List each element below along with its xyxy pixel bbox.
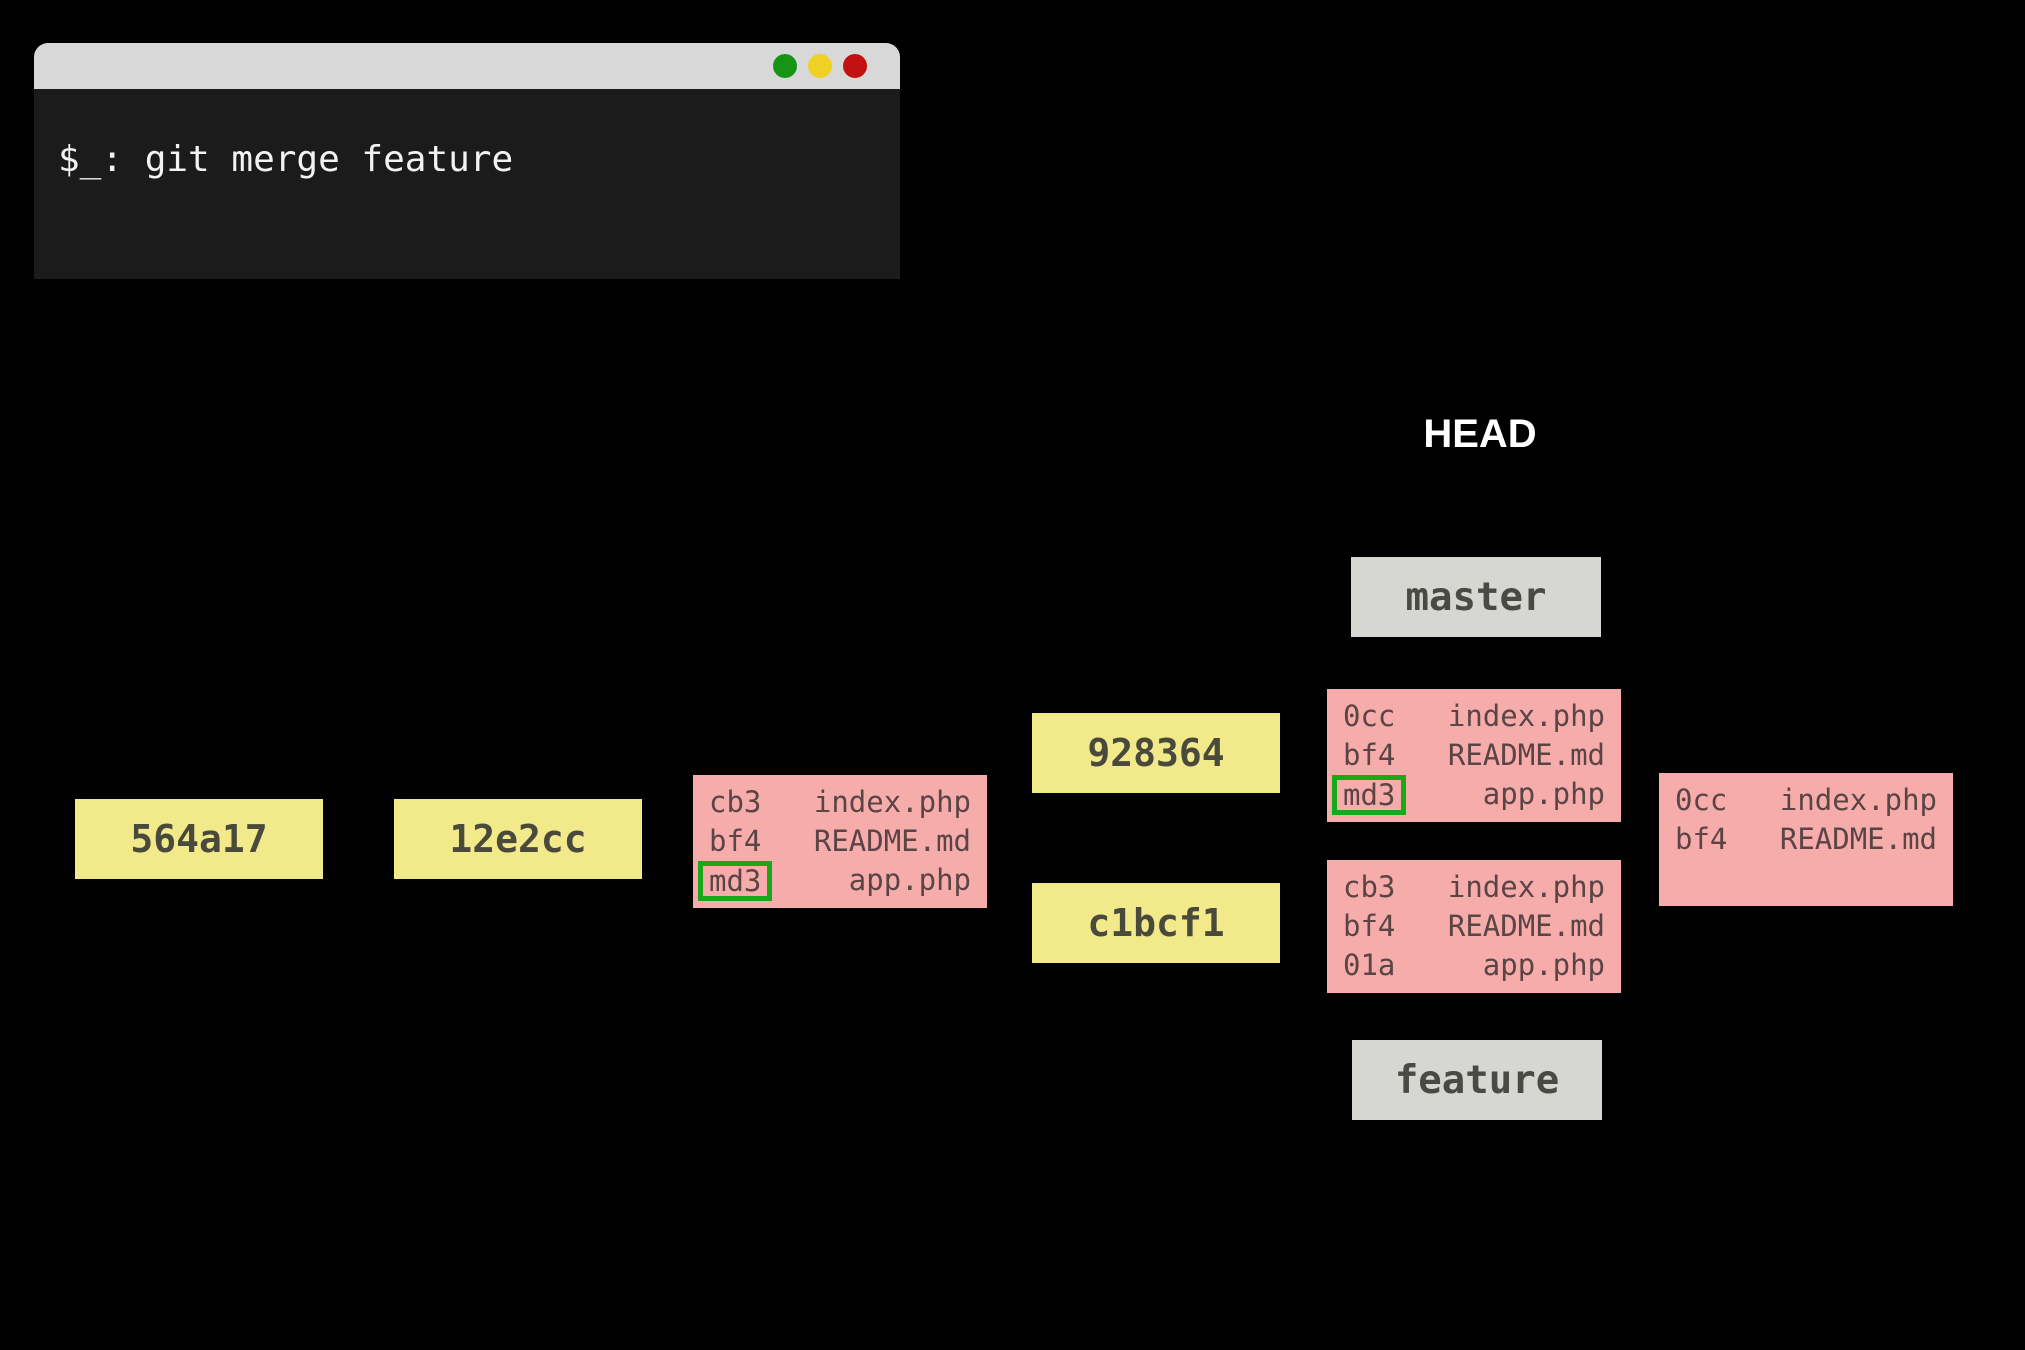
blob-hash: bf4 [709, 824, 762, 858]
blob-hash: bf4 [1675, 822, 1728, 856]
blob-hash: cb3 [1343, 870, 1396, 904]
file-name: README.md [1779, 822, 1937, 856]
tree-row: 0cc index.php [1675, 781, 1937, 820]
traffic-light-green-icon[interactable] [773, 54, 797, 78]
commit-id: 928364 [1087, 731, 1225, 775]
branch-label-master-text: master [1405, 574, 1547, 620]
file-name: app.php [1482, 777, 1605, 811]
tree-row: bf4 README.md [1675, 820, 1937, 859]
tree-row: md3 app.php [1332, 774, 1605, 815]
branch-label-master: master [1351, 557, 1601, 637]
traffic-light-yellow-icon[interactable] [808, 54, 832, 78]
blob-hash: 01a [1343, 948, 1396, 982]
commit-node-564a17: 564a17 [75, 799, 323, 879]
file-name: index.php [1447, 870, 1605, 904]
terminal-titlebar [34, 43, 900, 89]
tree-row: bf4 README.md [1343, 736, 1605, 775]
traffic-light-red-icon[interactable] [843, 54, 867, 78]
blob-hash: bf4 [1343, 738, 1396, 772]
file-name: index.php [813, 785, 971, 819]
file-name: README.md [1447, 909, 1605, 943]
commit-node-12e2cc: 12e2cc [394, 799, 642, 879]
terminal-window: $_: git merge feature [34, 43, 900, 279]
file-name: index.php [1779, 783, 1937, 817]
commit-id: 12e2cc [449, 817, 587, 861]
tree-box-merged: 0cc index.php bf4 README.md [1659, 773, 1953, 906]
commit-node-928364: 928364 [1032, 713, 1280, 793]
tree-box-middle: cb3 index.php bf4 README.md md3 app.php [693, 775, 987, 908]
file-name: README.md [813, 824, 971, 858]
tree-row: 0cc index.php [1343, 697, 1605, 736]
tree-row: cb3 index.php [709, 783, 971, 822]
branch-label-feature: feature [1352, 1040, 1602, 1120]
commit-id: c1bcf1 [1087, 901, 1225, 945]
branch-label-feature-text: feature [1394, 1057, 1560, 1103]
terminal-body [34, 89, 900, 279]
tree-box-master: 0cc index.php bf4 README.md md3 app.php [1327, 689, 1621, 822]
file-name: README.md [1447, 738, 1605, 772]
tree-row: cb3 index.php [1343, 868, 1605, 907]
blob-hash: 0cc [1343, 699, 1396, 733]
file-name: app.php [848, 863, 971, 897]
blob-hash: cb3 [709, 785, 762, 819]
blob-hash-highlighted: md3 [1332, 774, 1407, 815]
commit-id: 564a17 [130, 817, 268, 861]
blob-hash: bf4 [1343, 909, 1396, 943]
tree-row: bf4 README.md [709, 822, 971, 861]
blob-hash: 0cc [1675, 783, 1728, 817]
head-label: HEAD [1423, 412, 1537, 456]
tree-row: bf4 README.md [1343, 907, 1605, 946]
tree-row: 01a app.php [1343, 946, 1605, 985]
tree-row: md3 app.php [698, 860, 971, 901]
file-name: app.php [1482, 948, 1605, 982]
file-name: index.php [1447, 699, 1605, 733]
terminal-command-text: $_: git merge feature [58, 139, 514, 180]
tree-box-feature: cb3 index.php bf4 README.md 01a app.php [1327, 860, 1621, 993]
window-controls [773, 43, 867, 89]
blob-hash-highlighted: md3 [698, 860, 773, 901]
commit-node-c1bcf1: c1bcf1 [1032, 883, 1280, 963]
